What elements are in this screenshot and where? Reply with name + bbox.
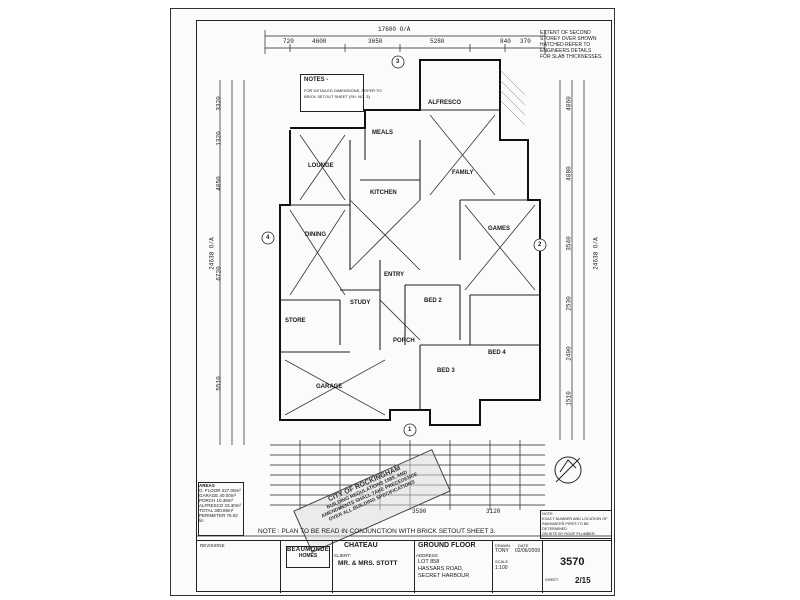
- plumbing-note: NOTE: EXACT NUMBER AND LOCATION OF RAINW…: [540, 510, 612, 539]
- left-dim-1: 3320: [215, 96, 223, 111]
- drawing-date: 02/06/2009: [515, 548, 541, 554]
- address-label: ADDRESS: [416, 553, 438, 558]
- room-alfresco: ALFRESCO: [428, 100, 461, 106]
- area-row: GARAGE 40.00m²: [199, 493, 237, 498]
- top-dim-5: 840: [500, 38, 511, 45]
- bottom-dim-1: 3590: [412, 508, 427, 515]
- areas-table: AREAS G. FLOOR 227.00m² GARAGE 40.00m² P…: [198, 482, 244, 536]
- left-dim-3: 4050: [215, 176, 223, 191]
- company-logo: BEAUMONDE HOMES: [286, 546, 330, 568]
- address-line-3: SECRET HARBOUR: [418, 573, 470, 579]
- room-games: GAMES: [488, 226, 511, 232]
- client-label: CLIENT:: [334, 553, 351, 558]
- area-row: G. FLOOR 227.00m²: [199, 488, 241, 493]
- room-family: FAMILY: [452, 170, 474, 176]
- room-garage: GARAGE: [316, 384, 343, 390]
- room-store: STORE: [285, 318, 306, 324]
- room-bed-3: BED 3: [437, 368, 455, 374]
- room-bed-2: BED 2: [424, 298, 442, 304]
- address-line-1: LOT 858: [418, 559, 440, 565]
- design-name: CHATEAU: [344, 542, 378, 549]
- right-dim-4: 2530: [565, 296, 573, 311]
- right-dim-3: 3540: [565, 236, 573, 251]
- section-marker-3: 3: [396, 59, 400, 65]
- top-dim-1: 720: [283, 38, 294, 45]
- date-label: DATE: [518, 543, 529, 548]
- room-kitchen: KITCHEN: [370, 190, 397, 196]
- room-bed-4: BED 4: [488, 350, 506, 356]
- room-study: STUDY: [350, 300, 371, 306]
- notes-title: NOTES -: [304, 77, 329, 83]
- left-dim-4: 6720: [215, 266, 223, 281]
- job-number: 3570: [560, 556, 585, 568]
- area-row: PORCH 10.39m²: [199, 498, 234, 503]
- left-dim-2: 1320: [215, 131, 223, 146]
- section-marker-2: 2: [538, 242, 542, 248]
- drawing-scale: 1:100: [495, 565, 508, 571]
- drawn-by: TONY: [495, 548, 509, 554]
- client-name: MR. & MRS. STOTT: [338, 560, 398, 567]
- room-meals: MEALS: [372, 130, 393, 136]
- room-dining: DINING: [305, 232, 326, 238]
- top-overall-dimension: 17600 O/A: [378, 26, 411, 33]
- title-block: [196, 540, 612, 593]
- section-marker-4: 4: [266, 235, 270, 241]
- scale-label: SCALE: [495, 559, 509, 564]
- room-lounge: LOUNGE: [308, 163, 334, 169]
- right-dim-5: 2400: [565, 346, 573, 361]
- area-row: ALFRESCO 23.30m²: [199, 503, 242, 508]
- sheet-number: 2/15: [575, 576, 591, 585]
- address-line-2: HASSARS ROAD,: [418, 566, 464, 572]
- revisions-label: REVISIONS: [200, 543, 225, 548]
- top-dim-4: 5280: [430, 38, 445, 45]
- sheet-title: GROUND FLOOR: [418, 542, 476, 549]
- drawing-frame: [196, 20, 612, 592]
- second-storey-note: EXTENT OF SECOND STOREY OVER SHOWN HATCH…: [540, 30, 603, 60]
- right-dim-6: 1510: [565, 391, 573, 406]
- left-overall-dimension: 24638 O/A: [208, 237, 216, 270]
- top-dim-3: 3650: [368, 38, 383, 45]
- right-overall-dimension: 24638 O/A: [592, 237, 600, 270]
- bottom-dim-2: 3120: [486, 508, 501, 515]
- section-marker-1: 1: [408, 427, 412, 433]
- right-dim-2: 4080: [565, 166, 573, 181]
- left-dim-5: 5510: [215, 376, 223, 391]
- top-dim-6: 370: [520, 38, 531, 45]
- sheet-label: SHEET: [545, 577, 559, 582]
- area-perimeter: PERIMETER 76.02 lin: [199, 513, 238, 523]
- drawn-label: DRAWN: [495, 543, 510, 548]
- conjunction-note: NOTE : PLAN TO BE READ IN CONJUNCTION WI…: [258, 528, 496, 535]
- room-entry: ENTRY: [384, 272, 405, 278]
- notes-line-2: BRICK SETOUT SHEET (SH. NO. 3): [304, 94, 370, 99]
- notes-box: NOTES - FOR DETAILED DIMENSIONS, REFER T…: [300, 74, 382, 112]
- right-dim-1: 4060: [565, 96, 573, 111]
- area-total: TOTAL 300.69m²: [199, 508, 234, 513]
- notes-line-1: FOR DETAILED DIMENSIONS, REFER TO: [304, 88, 382, 93]
- top-dim-2: 4600: [312, 38, 327, 45]
- room-porch: PORCH: [393, 338, 415, 344]
